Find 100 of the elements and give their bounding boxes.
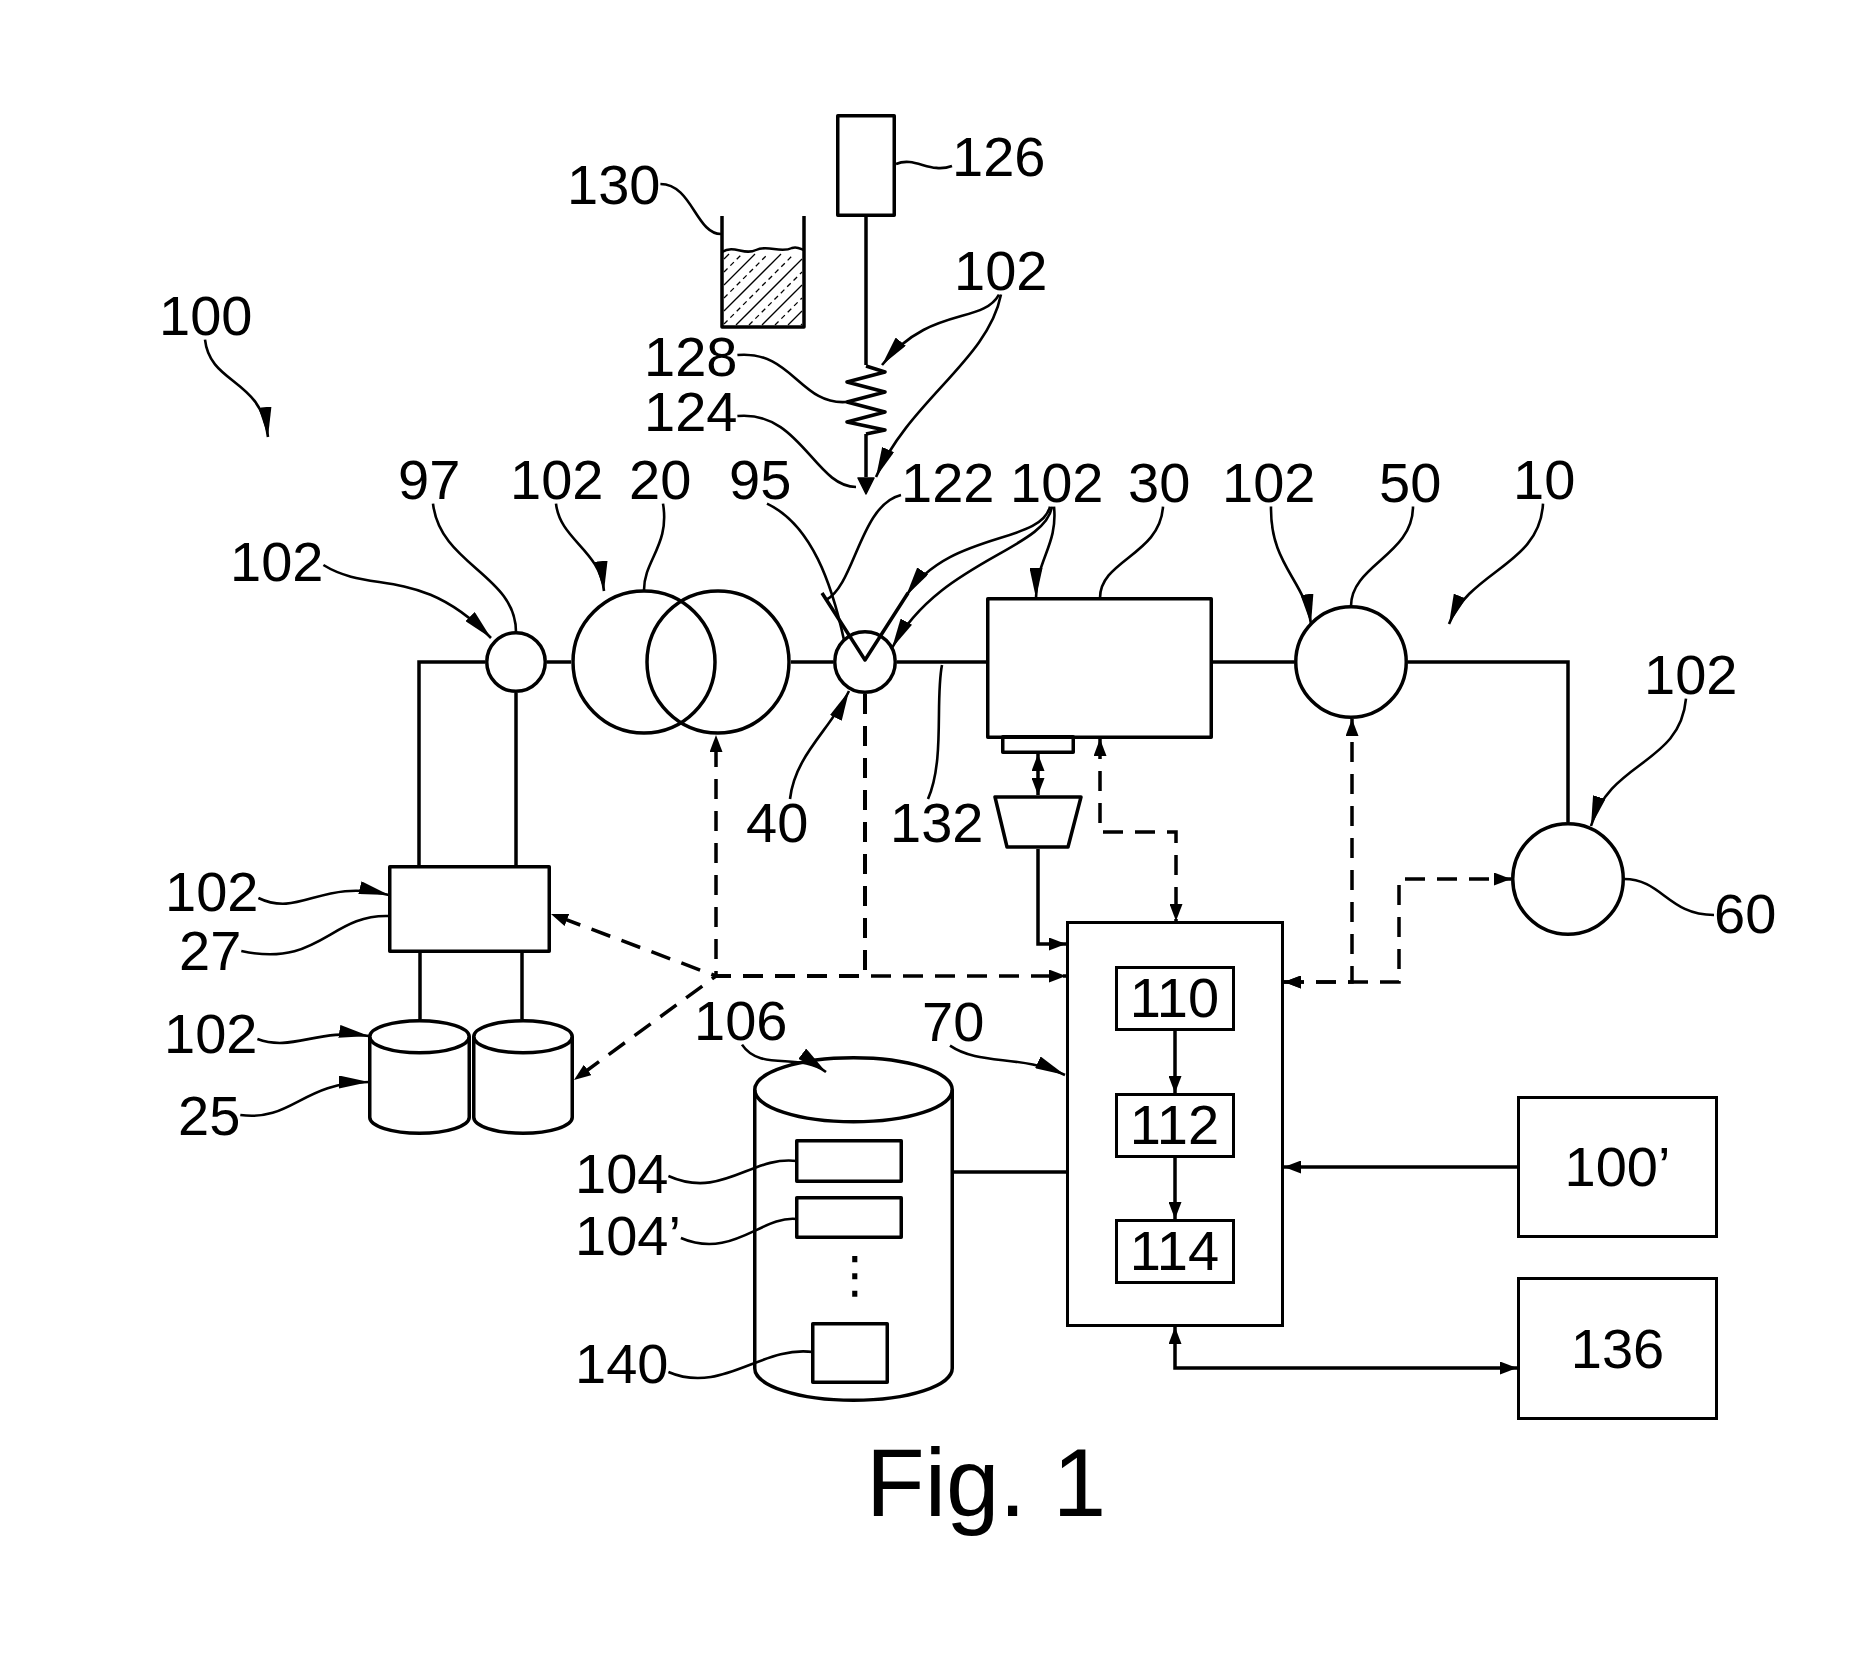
leader-line bbox=[1098, 506, 1165, 599]
leader-line bbox=[680, 1217, 797, 1246]
leader-line bbox=[1623, 877, 1715, 917]
circle-symbol bbox=[1511, 822, 1625, 936]
process-box: 110 bbox=[1114, 965, 1235, 1031]
callout-number: 40 bbox=[746, 799, 809, 847]
callout-number: 102 bbox=[165, 868, 259, 916]
double-circle-symbol bbox=[571, 589, 791, 735]
callout-number: 60 bbox=[1714, 890, 1777, 938]
connector-line bbox=[520, 953, 524, 1019]
v-mark bbox=[818, 589, 912, 664]
callout-number: 27 bbox=[179, 927, 242, 975]
callout-number: 106 bbox=[694, 997, 788, 1045]
leader-line bbox=[825, 493, 902, 602]
connector-line bbox=[864, 217, 868, 365]
trapezoid-symbol bbox=[993, 795, 1083, 849]
arrow bbox=[1036, 849, 1066, 951]
leader-line bbox=[766, 502, 846, 641]
callout-number: 10 bbox=[1513, 456, 1576, 504]
connector-line bbox=[1213, 660, 1294, 664]
callout-number: 124 bbox=[644, 388, 738, 436]
connector-line bbox=[417, 660, 485, 865]
leader-line bbox=[737, 414, 857, 489]
callout-number: 97 bbox=[398, 456, 461, 504]
leader-line bbox=[431, 503, 518, 633]
callout-number: 102 bbox=[230, 538, 324, 586]
callout-number: 102 bbox=[1010, 459, 1104, 507]
leader-line bbox=[257, 882, 390, 905]
callout-number: 50 bbox=[1379, 459, 1442, 507]
arrow bbox=[1168, 1327, 1517, 1375]
leader-line bbox=[240, 1077, 370, 1118]
cylinder-symbol bbox=[368, 1019, 471, 1135]
cylinder-symbol bbox=[472, 1019, 574, 1135]
record-box bbox=[795, 1196, 903, 1239]
leader-line bbox=[949, 1044, 1066, 1077]
leader-line bbox=[926, 664, 944, 800]
callout-number: 25 bbox=[178, 1092, 241, 1140]
arrowhead-symbol bbox=[856, 476, 876, 496]
leader-line bbox=[257, 1026, 370, 1045]
leader-line bbox=[642, 503, 666, 591]
callout-number: 132 bbox=[890, 799, 984, 847]
figure-caption: Fig. 1 bbox=[866, 1428, 1107, 1538]
callout-number: 130 bbox=[567, 161, 661, 209]
circle-symbol bbox=[833, 630, 897, 694]
beaker bbox=[720, 214, 806, 330]
leader-line bbox=[660, 182, 722, 236]
leader-line bbox=[788, 690, 851, 800]
connector-line bbox=[791, 660, 833, 664]
leader-line bbox=[1589, 698, 1688, 827]
callout-number: 100 bbox=[159, 292, 253, 340]
connector-line bbox=[418, 953, 422, 1019]
leader-line bbox=[554, 503, 606, 592]
callout-number: 128 bbox=[644, 333, 738, 381]
connector-line bbox=[547, 660, 571, 664]
leader-line bbox=[241, 914, 390, 956]
arrow bbox=[1168, 1031, 1182, 1093]
callout-number: 102 bbox=[1644, 651, 1738, 699]
record-box bbox=[811, 1322, 889, 1384]
arrow bbox=[1284, 1160, 1517, 1174]
leader-line bbox=[1349, 506, 1415, 607]
dashed-arrow bbox=[572, 694, 867, 1082]
connector-line bbox=[1408, 660, 1570, 822]
leader-line bbox=[1269, 506, 1313, 625]
leader-line bbox=[1030, 506, 1056, 599]
controller-box bbox=[1066, 921, 1284, 1327]
leader-line bbox=[890, 506, 1054, 649]
connector-line bbox=[897, 660, 986, 664]
connector-line bbox=[954, 1170, 1066, 1174]
dashed-arrow bbox=[1093, 739, 1183, 921]
connector-strip bbox=[1001, 735, 1075, 754]
circle-symbol bbox=[485, 631, 547, 693]
connector-line bbox=[514, 693, 518, 865]
process-box: 112 bbox=[1114, 1092, 1235, 1158]
database-cylinder bbox=[753, 1056, 954, 1402]
leader-line bbox=[737, 353, 847, 404]
vertical-ellipsis: ⋮ bbox=[830, 1250, 880, 1300]
callout-number: 20 bbox=[629, 456, 692, 504]
callout-number: 30 bbox=[1128, 459, 1191, 507]
callout-number: 95 bbox=[729, 456, 792, 504]
callout-number: 104 bbox=[575, 1150, 669, 1198]
leader-line bbox=[322, 563, 492, 639]
callout-number: 70 bbox=[922, 998, 985, 1046]
callout-number: 102 bbox=[510, 456, 604, 504]
process-box: 114 bbox=[1114, 1218, 1235, 1284]
component-box: 100’ bbox=[1517, 1096, 1718, 1238]
component-box bbox=[388, 865, 551, 953]
arrow bbox=[1031, 754, 1045, 795]
leader-line bbox=[203, 339, 270, 438]
callout-number: 122 bbox=[901, 459, 995, 507]
leader-line bbox=[895, 160, 953, 170]
leader-line bbox=[741, 1043, 827, 1074]
callout-number: 140 bbox=[575, 1340, 669, 1388]
leader-line bbox=[874, 294, 1003, 478]
callout-number: 102 bbox=[954, 247, 1048, 295]
leader-line bbox=[881, 293, 1001, 366]
connector-line bbox=[864, 434, 868, 477]
record-box bbox=[795, 1139, 903, 1183]
leader-line bbox=[668, 1350, 814, 1380]
component-box bbox=[836, 114, 896, 217]
component-box bbox=[986, 597, 1213, 739]
